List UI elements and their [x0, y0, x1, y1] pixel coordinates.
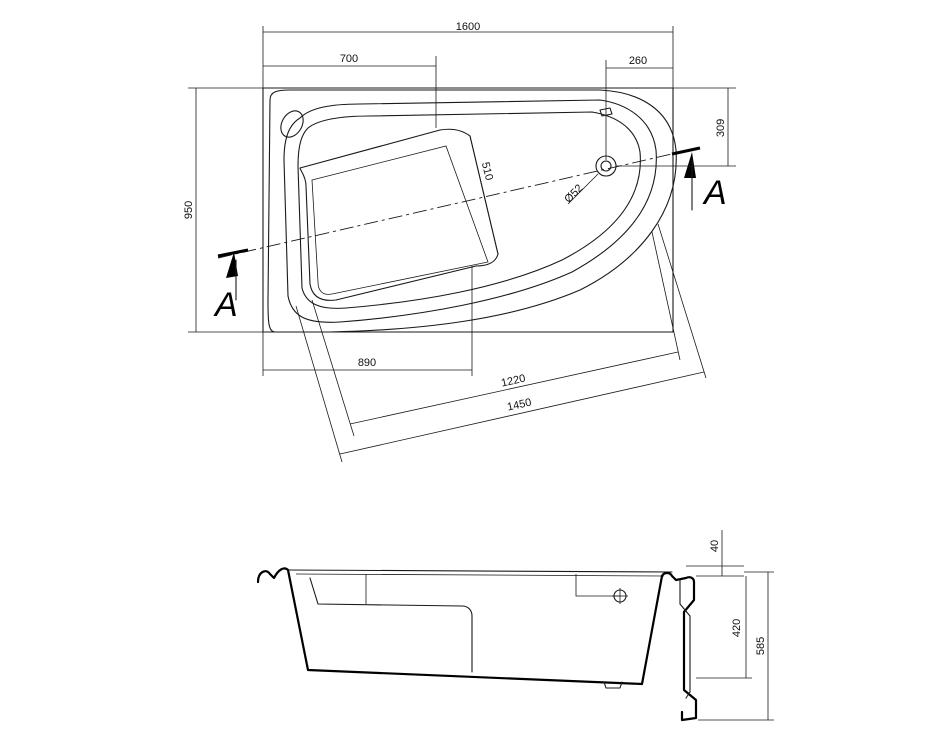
headrest: [280, 110, 304, 138]
dim-inner-depth: 420: [696, 576, 752, 679]
dim-seat-length: 700: [263, 53, 437, 128]
svg-text:890: 890: [358, 357, 376, 369]
drain-inner: [600, 160, 612, 172]
dim-front-length: 890: [262, 266, 473, 376]
section-seat-profile: [309, 577, 473, 673]
section-arrow-left: [226, 252, 238, 278]
dim-rim-thickness: 40: [686, 530, 744, 577]
dim-drain-diameter: Ø52: [562, 173, 599, 205]
svg-text:Ø52: Ø52: [562, 182, 585, 205]
seat-area: [299, 128, 499, 301]
svg-text:510: 510: [479, 161, 495, 182]
dim-drain-offset: 260: [605, 55, 673, 160]
svg-text:950: 950: [183, 201, 195, 219]
dim-seat-width: 510: [469, 135, 499, 255]
section-label-left: A: [213, 286, 238, 324]
dim-overall-width: 950: [183, 87, 263, 333]
svg-text:700: 700: [340, 53, 358, 65]
bath-inner-basin: [283, 99, 657, 323]
dim-inner-length: 1220: [311, 231, 681, 437]
section-label-right: A: [702, 174, 727, 212]
svg-text:1450: 1450: [506, 397, 532, 414]
bath-outer-rim: [267, 89, 677, 333]
svg-text:585: 585: [755, 637, 767, 655]
dim-drain-depth: 309: [616, 87, 736, 167]
section-rim-left: [256, 567, 290, 584]
svg-text:1220: 1220: [500, 373, 526, 390]
seat-inner: [311, 145, 489, 295]
dim-total-height: 585: [698, 571, 774, 721]
dim-overall-length: 1600: [262, 21, 674, 88]
bath-inner-step: [297, 111, 641, 309]
overflow-slot: [599, 107, 613, 117]
svg-text:420: 420: [731, 619, 743, 637]
section-foot: [603, 681, 623, 689]
section-top-rim: [287, 569, 673, 573]
top-view: A A 1600 700 260 950: [183, 21, 736, 463]
section-shell-outer: [286, 568, 664, 686]
svg-text:40: 40: [709, 540, 721, 552]
section-drain-box: [575, 574, 620, 597]
svg-text:309: 309: [715, 119, 727, 137]
section-arrow-right: [684, 152, 696, 178]
svg-text:260: 260: [629, 55, 647, 67]
section-cut-right: [671, 146, 701, 156]
dim-diagonal-length: 1450: [295, 223, 707, 463]
section-view: 40 420 585: [256, 530, 774, 722]
bath-footprint: [262, 87, 674, 333]
section-axis: [217, 147, 699, 259]
section-rim-right: [660, 571, 698, 722]
section-cut-left: [217, 248, 249, 258]
svg-text:1600: 1600: [456, 21, 480, 33]
